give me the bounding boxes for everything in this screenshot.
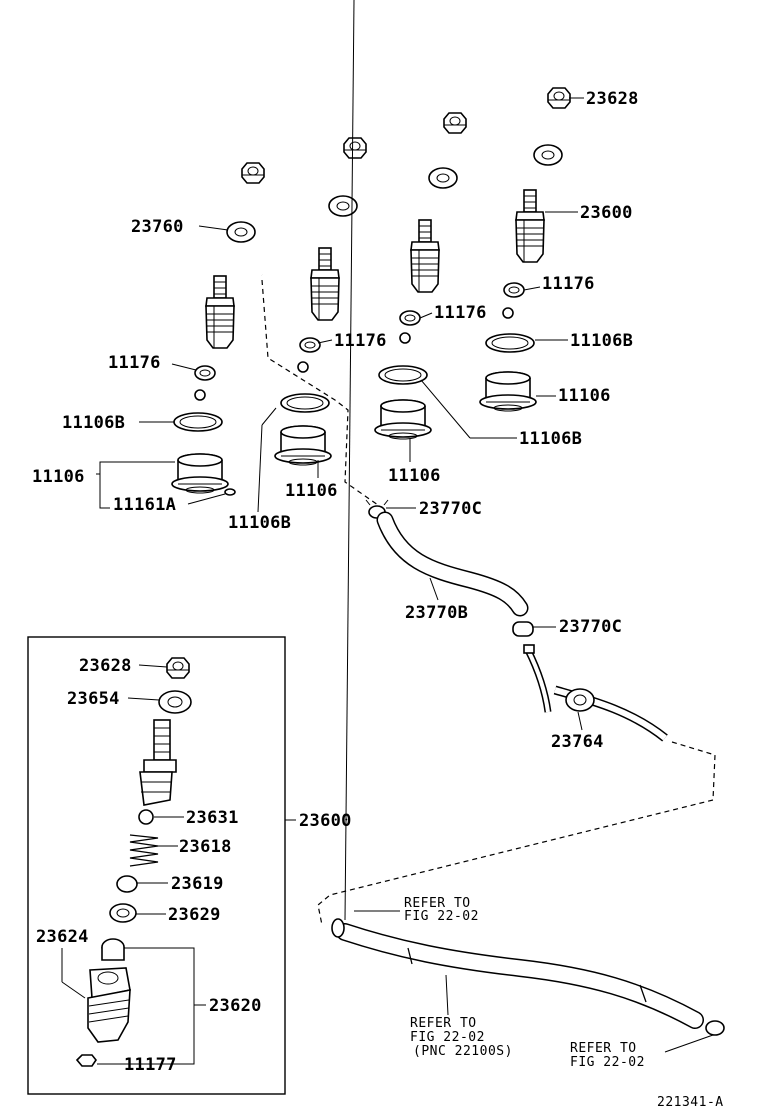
washer-part xyxy=(299,337,321,353)
washer-part xyxy=(194,365,216,381)
injector-part xyxy=(310,247,340,321)
label-11106: 11106 xyxy=(558,386,611,406)
gasket-part xyxy=(280,393,330,413)
label-23624: 23624 xyxy=(36,927,89,947)
washer-part xyxy=(503,282,525,298)
diagram-id: 221341-A xyxy=(657,1095,724,1110)
reference-note: FIG 22-02 xyxy=(404,909,479,924)
label-23764: 23764 xyxy=(551,732,604,752)
gasket-part xyxy=(173,412,223,432)
label-11106b: 11106B xyxy=(228,513,291,533)
leader-lines xyxy=(61,0,714,1065)
label-23619: 23619 xyxy=(171,874,224,894)
reference-note: FIG 22-02 xyxy=(570,1055,645,1070)
injector-part xyxy=(205,275,235,349)
label-23629: 23629 xyxy=(168,905,221,925)
holder-part xyxy=(479,371,537,412)
gasket-part xyxy=(378,365,428,385)
union-part xyxy=(523,644,668,742)
seat-part xyxy=(116,875,138,893)
nut-23628-part xyxy=(547,87,571,109)
label-11106b: 11106B xyxy=(62,413,125,433)
label-11161a: 11161A xyxy=(113,495,176,515)
holder-part xyxy=(171,453,229,494)
reference-note: (PNC 22100S) xyxy=(413,1044,513,1059)
label-23770c: 23770C xyxy=(559,617,622,637)
label-23600: 23600 xyxy=(299,811,352,831)
nut-part xyxy=(343,137,367,159)
label-23618: 23618 xyxy=(179,837,232,857)
reference-note: FIG 22-02 xyxy=(410,1030,485,1045)
leak-line-dashed xyxy=(261,279,379,506)
reference-note: REFER TO xyxy=(570,1041,637,1056)
label-23628: 23628 xyxy=(586,89,639,109)
label-23770c: 23770C xyxy=(419,499,482,519)
label-11177: 11177 xyxy=(124,1055,177,1075)
label-11176: 11176 xyxy=(542,274,595,294)
injector-part xyxy=(515,189,545,263)
nut-part xyxy=(241,162,265,184)
label-23600: 23600 xyxy=(580,203,633,223)
return-hose-part xyxy=(331,918,725,1036)
label-11106b: 11106B xyxy=(519,429,582,449)
nut-part xyxy=(443,112,467,134)
label-11106: 11106 xyxy=(32,467,85,487)
label-11106: 11106 xyxy=(285,481,338,501)
spacer-part xyxy=(109,903,137,923)
label-23770b: 23770B xyxy=(405,603,468,623)
label-23628: 23628 xyxy=(79,656,132,676)
holder-part xyxy=(374,399,432,440)
clip-23770c-part xyxy=(512,621,534,637)
washer-part xyxy=(399,310,421,326)
label-11106: 11106 xyxy=(388,466,441,486)
holder-part xyxy=(274,425,332,466)
label-11176: 11176 xyxy=(334,331,387,351)
box-injector-body-part xyxy=(139,719,177,806)
hose-part xyxy=(376,511,529,617)
injector-detail-box xyxy=(27,636,286,1095)
spring-part xyxy=(129,834,159,867)
box-washer-part xyxy=(158,690,192,714)
label-11176: 11176 xyxy=(434,303,487,323)
injector-part xyxy=(410,219,440,293)
label-23654: 23654 xyxy=(67,689,120,709)
pin-part xyxy=(224,488,236,496)
bottom-washer-part xyxy=(75,1054,97,1067)
label-23620: 23620 xyxy=(209,996,262,1016)
label-11106b: 11106B xyxy=(570,331,633,351)
label-11176: 11176 xyxy=(108,353,161,373)
reference-note: REFER TO xyxy=(410,1016,477,1031)
nozzle-body-part xyxy=(87,938,131,1043)
injection-pipe-part xyxy=(226,144,563,276)
box-nut-part xyxy=(166,657,190,679)
label-23631: 23631 xyxy=(186,808,239,828)
reference-note: REFER TO xyxy=(404,896,471,911)
return-line-dashed xyxy=(317,741,716,926)
gasket-part xyxy=(485,333,535,353)
ball-part xyxy=(138,809,154,825)
label-23760: 23760 xyxy=(131,217,184,237)
